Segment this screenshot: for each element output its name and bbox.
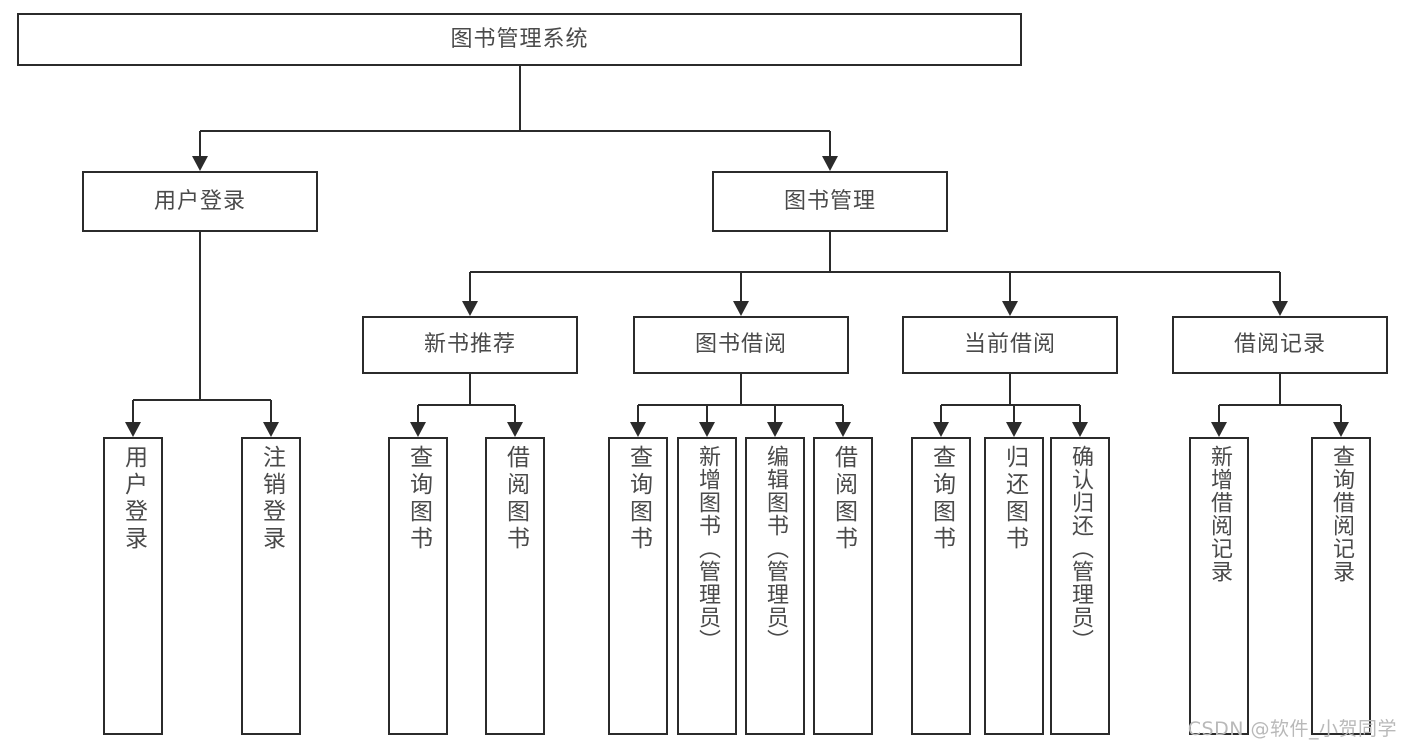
node-leaf-add-record[interactable]: 新增借阅记录 xyxy=(1189,437,1249,735)
arrowhead-user-login xyxy=(192,156,208,171)
node-label-leaf-add-record: 新增借阅记录 xyxy=(1207,445,1232,583)
arrowhead-borrow-records xyxy=(1272,301,1288,316)
node-leaf-user-login[interactable]: 用户登录 xyxy=(103,437,163,735)
node-label-leaf-user-login: 用户登录 xyxy=(120,445,147,553)
node-label-book-manage: 图书管理 xyxy=(783,188,876,214)
arrowhead-current-borrow xyxy=(1002,301,1018,316)
arrowhead-new-book-rec xyxy=(462,301,478,316)
node-label-leaf-return-book: 归还图书 xyxy=(1001,445,1028,553)
node-label-leaf-borrow-book-1: 借阅图书 xyxy=(502,445,529,553)
node-label-leaf-query-book-2: 查询图书 xyxy=(625,445,652,553)
arrowhead-leaf-borrow-book-1 xyxy=(507,422,523,437)
arrowhead-leaf-add-book xyxy=(699,422,715,437)
node-leaf-user-logout[interactable]: 注销登录 xyxy=(241,437,301,735)
edge-stem-borrow-records xyxy=(1279,374,1281,405)
node-label-user-login: 用户登录 xyxy=(153,188,246,214)
node-current-borrow[interactable]: 当前借阅 xyxy=(902,316,1118,374)
edge-stem-book-manage xyxy=(829,232,831,272)
arrowhead-leaf-borrow-book-2 xyxy=(835,422,851,437)
node-label-borrow-records: 借阅记录 xyxy=(1233,332,1326,358)
edge-stem-user-login xyxy=(199,232,201,400)
arrowhead-book-manage xyxy=(822,156,838,171)
node-label-leaf-query-record: 查询借阅记录 xyxy=(1329,445,1354,583)
node-label-current-borrow: 当前借阅 xyxy=(963,332,1056,358)
arrowhead-leaf-user-logout xyxy=(263,422,279,437)
edge-bus-root xyxy=(200,130,830,132)
arrowhead-leaf-query-record xyxy=(1333,422,1349,437)
node-leaf-return-book[interactable]: 归还图书 xyxy=(984,437,1044,735)
node-book-manage[interactable]: 图书管理 xyxy=(712,171,948,232)
node-leaf-confirm-return[interactable]: 确认归还（管理员） xyxy=(1050,437,1110,735)
node-leaf-query-book-3[interactable]: 查询图书 xyxy=(911,437,971,735)
arrowhead-leaf-user-login xyxy=(125,422,141,437)
arrowhead-leaf-query-book-2 xyxy=(630,422,646,437)
node-label-new-book-rec: 新书推荐 xyxy=(423,332,516,358)
node-leaf-borrow-book-2[interactable]: 借阅图书 xyxy=(813,437,873,735)
edge-bus-book-borrow xyxy=(638,404,843,406)
edge-bus-borrow-records xyxy=(1219,404,1341,406)
edge-stem-root xyxy=(518,66,521,131)
arrowhead-leaf-add-record xyxy=(1211,422,1227,437)
node-label-leaf-edit-book: 编辑图书（管理员） xyxy=(763,445,788,652)
node-label-leaf-confirm-return: 确认归还（管理员） xyxy=(1068,445,1093,652)
edge-drop-leaf-edit-book xyxy=(774,405,776,422)
edge-drop-book-borrow xyxy=(740,272,742,301)
node-label-leaf-add-book: 新增图书（管理员） xyxy=(695,445,720,652)
edge-bus-current-borrow xyxy=(941,404,1080,406)
node-label-leaf-borrow-book-2: 借阅图书 xyxy=(830,445,857,553)
node-label-leaf-user-logout: 注销登录 xyxy=(258,445,285,553)
edge-drop-new-book-rec xyxy=(469,272,471,301)
edge-drop-leaf-user-logout xyxy=(270,400,272,422)
arrowhead-leaf-return-book xyxy=(1006,422,1022,437)
edge-drop-book-manage xyxy=(829,131,831,156)
edge-drop-leaf-add-record xyxy=(1218,405,1220,422)
edge-bus-new-book-rec xyxy=(418,404,515,406)
node-label-leaf-query-book-3: 查询图书 xyxy=(928,445,955,553)
node-root[interactable]: 图书管理系统 xyxy=(17,13,1022,66)
edge-drop-leaf-return-book xyxy=(1013,405,1015,422)
node-leaf-borrow-book-1[interactable]: 借阅图书 xyxy=(485,437,545,735)
edge-drop-leaf-query-book-2 xyxy=(637,405,639,422)
arrowhead-leaf-edit-book xyxy=(767,422,783,437)
edge-stem-new-book-rec xyxy=(469,374,471,405)
node-leaf-query-book-1[interactable]: 查询图书 xyxy=(388,437,448,735)
arrowhead-leaf-query-book-1 xyxy=(410,422,426,437)
edge-drop-leaf-borrow-book-1 xyxy=(514,405,516,422)
edge-drop-leaf-user-login xyxy=(132,400,134,422)
edge-drop-user-login xyxy=(199,131,201,156)
edge-drop-borrow-records xyxy=(1279,272,1281,301)
node-leaf-query-record[interactable]: 查询借阅记录 xyxy=(1311,437,1371,735)
node-label-leaf-query-book-1: 查询图书 xyxy=(405,445,432,553)
watermark-label: CSDN @软件_小贺同学 xyxy=(1187,718,1397,740)
edge-stem-book-borrow xyxy=(740,374,742,405)
node-new-book-rec[interactable]: 新书推荐 xyxy=(362,316,578,374)
edge-drop-leaf-query-book-1 xyxy=(417,405,419,422)
edge-stem-current-borrow xyxy=(1009,374,1011,405)
edge-bus-book-manage xyxy=(470,271,1280,273)
edge-drop-leaf-confirm-return xyxy=(1079,405,1081,422)
edge-drop-leaf-borrow-book-2 xyxy=(842,405,844,422)
node-leaf-edit-book[interactable]: 编辑图书（管理员） xyxy=(745,437,805,735)
node-label-root: 图书管理系统 xyxy=(450,26,589,52)
arrowhead-leaf-query-book-3 xyxy=(933,422,949,437)
edge-drop-leaf-query-book-3 xyxy=(940,405,942,422)
arrowhead-leaf-confirm-return xyxy=(1072,422,1088,437)
arrowhead-book-borrow xyxy=(733,301,749,316)
node-label-book-borrow: 图书借阅 xyxy=(694,332,787,358)
edge-drop-leaf-add-book xyxy=(706,405,708,422)
node-leaf-add-book[interactable]: 新增图书（管理员） xyxy=(677,437,737,735)
node-borrow-records[interactable]: 借阅记录 xyxy=(1172,316,1388,374)
edge-drop-current-borrow xyxy=(1009,272,1011,301)
node-book-borrow[interactable]: 图书借阅 xyxy=(633,316,849,374)
node-leaf-query-book-2[interactable]: 查询图书 xyxy=(608,437,668,735)
node-user-login[interactable]: 用户登录 xyxy=(82,171,318,232)
edge-drop-leaf-query-record xyxy=(1340,405,1342,422)
edge-bus-user-login xyxy=(133,399,271,401)
